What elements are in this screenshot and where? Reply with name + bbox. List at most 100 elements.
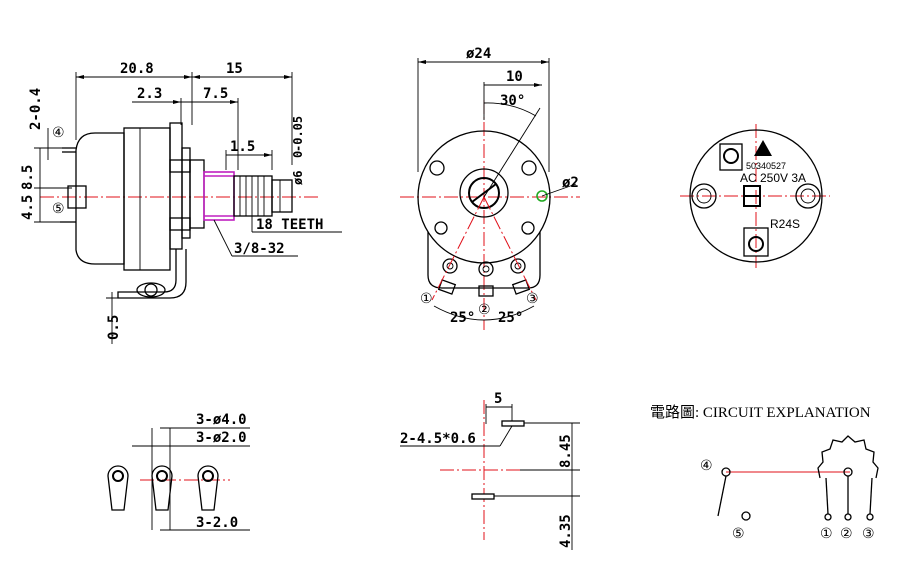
front-pin-2: ② [478,302,491,318]
front-shaft-slot [471,183,497,203]
circuit-resistor-arc [817,435,879,479]
front-body-circle [417,130,551,264]
front-lug-right [521,160,537,176]
side-body-rear-ring [123,127,171,271]
back-lug-left [691,183,717,209]
side-bottom-terminal [117,249,187,299]
front-lower-plate [427,232,541,289]
front-dim-angle: 30° [500,93,525,109]
front-dim-angle-left: 25° [450,310,475,326]
front-view: ø24 10 30° ø2 25° 25° [400,46,580,330]
front-terminal-2-lead [478,285,494,297]
side-bracket-inner [181,147,191,239]
circuit-lead-1 [825,477,829,515]
back-part-code: 50340527 [746,161,786,171]
circuit-lead-2-end [844,513,852,521]
circuit-pin-4: ④ [700,458,713,474]
front-arrow [541,60,549,64]
side-dim-shaft-dia: ø6 [291,171,305,185]
side-dim-knurl: 1.5 [230,139,255,155]
circuit-lead-1-end [824,513,832,521]
front-dim-offset: 10 [506,69,523,85]
front-lug-left [429,160,445,176]
side-note-teeth: 18 TEETH [256,217,323,233]
back-lug-right-in [800,188,816,204]
side-body-housing [75,132,125,265]
front-bottom-arc [433,305,535,321]
side-arrow [184,75,192,79]
front-lug-left-bottom [434,221,448,235]
side-terminal-eye [144,283,158,297]
front-dim-hole: ø2 [562,175,579,191]
back-terminal-top [719,143,743,171]
terminal-dim-pitch: 3-2.0 [196,515,238,531]
circuit-pin-3: ③ [862,526,875,542]
circuit-switch-arm [717,475,727,517]
terminal-dim-holes-inner: 3-ø2.0 [196,430,247,446]
slot-top [501,420,525,427]
circuit-lead-3-end [866,513,874,521]
side-dim-terminal: 0.5 [106,315,122,340]
front-pin-1: ① [420,291,433,307]
side-dim-tolerance-top: 0 [291,151,305,158]
back-rating: AC 250V 3A [740,171,806,185]
slot-dim-upper: 8.45 [558,434,574,468]
side-bushing-step [169,159,191,173]
terminal-eyelet-left [107,465,129,511]
back-lug-left-in [696,188,712,204]
slot-dim-size: 2-4.5*0.6 [400,431,476,447]
side-dim-bushing: 2.3 [137,86,162,102]
side-view: 20.8 15 2.3 7.5 1.5 0 -0.05 ø6 2-0.4 8.5… [20,61,342,344]
side-pin-4: ④ [52,125,65,141]
circuit-pin-5: ⑤ [732,526,745,542]
side-leader-thread [213,219,233,257]
circuit-diagram: 電路圖: CIRCUIT EXPLANATION ④ ⑤ ① ② ③ [650,404,879,542]
front-angle-ray-right [483,196,537,301]
side-bushing [189,159,205,229]
front-terminal-1 [442,258,458,274]
terminal-dim-holes-outer: 3-ø4.0 [196,412,247,428]
circuit-lead-3 [869,477,873,515]
side-dim-top-tab: 2-0.4 [28,88,44,130]
side-dim-lower: 4.5 [20,195,36,220]
front-terminal-1-in [446,262,454,270]
front-hole-marker [536,190,548,202]
side-arrow [264,153,272,157]
side-arrow [284,75,292,79]
side-shaft [203,171,235,221]
side-dim-body-length: 20.8 [120,61,154,77]
side-pin-5: ⑤ [52,201,65,217]
circuit-caption: 電路圖: CIRCUIT EXPLANATION [650,404,871,421]
circuit-pin-1: ① [820,526,833,542]
back-body-circle [689,129,823,263]
back-terminal-bottom [743,227,769,257]
side-terminal-eye-outer [136,282,166,298]
front-lug-right-bottom [521,221,535,235]
back-terminal-bottom-eye [748,236,764,252]
circuit-pin-2: ② [840,526,853,542]
side-arrow [173,100,181,104]
front-shaft-inner [468,177,500,209]
front-terminal-1-lead [437,279,457,295]
front-terminal-3-in [514,262,522,270]
front-terminal-3-lead [511,279,531,295]
back-logo-triangle [754,140,772,156]
slot-view: 5 2-4.5*0.6 8.45 4.35 [400,391,580,550]
front-dim-diameter: ø24 [466,46,491,62]
front-hole-leader [541,183,577,197]
front-arrow [418,60,426,64]
slot-leader2 [499,425,513,447]
front-arrow [534,83,542,87]
circuit-switch-contact-5 [741,511,751,521]
front-dim-angle-right: 25° [498,310,523,326]
back-terminal-top-eye [723,148,739,164]
front-terminal-3 [510,258,526,274]
front-pin-3: ③ [526,291,539,307]
front-terminal-2 [478,261,494,277]
side-dim-bushing-to-knurl: 7.5 [203,86,228,102]
terminal-view: 3-ø4.0 3-ø2.0 3-2.0 [107,412,250,531]
front-angle-ray-left [431,196,485,301]
back-model: R24S [770,217,800,231]
front-angle-arc [483,102,537,117]
